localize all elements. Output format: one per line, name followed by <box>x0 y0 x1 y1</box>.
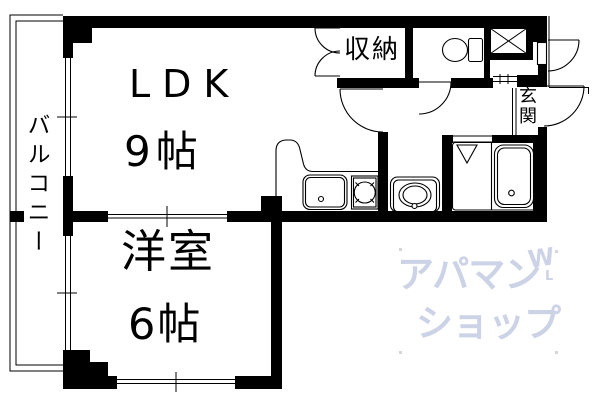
watermark-logo-mark-tail: L <box>545 269 553 284</box>
wall-closet-toilet-divider <box>405 24 413 78</box>
wall-bath-top-west <box>442 135 453 143</box>
wall-west-room-right <box>271 222 282 389</box>
wall-left-middle <box>63 176 73 236</box>
watermark-text-line1: アパマン <box>397 253 541 296</box>
watermark-crop-marks <box>399 248 558 354</box>
ldk-west-room-slider-symbol <box>108 206 227 227</box>
pipe-shaft-box <box>490 28 527 54</box>
room-size-ldk: 9帖 <box>124 127 203 176</box>
wall-shaft-east-lower <box>527 28 533 60</box>
balcony-outline <box>9 14 63 372</box>
west-room-window-symbol <box>57 236 77 350</box>
wall-balcony-partition <box>10 211 24 222</box>
toilet-door <box>418 81 452 115</box>
wall-toprow-south-east <box>451 78 493 88</box>
watermark-text-line2: ショップ <box>416 302 561 345</box>
doors <box>314 27 585 133</box>
ldk-window-symbol <box>57 58 77 176</box>
room-label-balcony: バルコニー <box>23 113 49 258</box>
shower-triangle-icon <box>456 144 478 165</box>
bath-door-symbol <box>453 135 492 143</box>
bath-floor <box>451 141 537 211</box>
room-label-western-room: 洋室 <box>121 225 216 278</box>
kitchen-sink-icon <box>302 174 348 211</box>
toilet-icon <box>441 37 484 63</box>
unit-bath <box>451 141 537 211</box>
wall-toprow-south-west <box>337 78 419 88</box>
wall-ldk-washroom <box>378 132 388 212</box>
exterior-boundary-lines <box>548 16 589 94</box>
washbasin-icon <box>389 176 441 213</box>
watermark-logo-mark: W <box>526 242 556 274</box>
wall-top <box>63 16 547 28</box>
bottom-window-symbol <box>117 372 235 392</box>
wall-shaft-south <box>484 54 532 60</box>
room-size-western-room: 6帖 <box>128 300 203 350</box>
entrance-door <box>543 85 585 127</box>
kitchen-counter-outline <box>275 139 378 211</box>
kitchen <box>275 139 379 211</box>
meter-box-door <box>536 39 580 72</box>
wall-left-upper <box>63 28 73 58</box>
room-label-closet: 収納 <box>344 35 401 65</box>
wall-east-stub <box>538 127 547 136</box>
genkan-step-line <box>512 88 517 135</box>
wall-genkan-north <box>517 75 547 87</box>
closet-double-door <box>314 27 341 77</box>
stove-icon <box>350 175 379 210</box>
genkan-transom-window-symbol <box>493 74 517 84</box>
wall-middle-horizontal <box>63 211 547 222</box>
pipe-shaft-cross <box>490 28 527 54</box>
room-label-entrance: 玄関 <box>516 86 537 126</box>
wall-bath-top-east <box>492 135 533 143</box>
ldk-door <box>339 88 384 133</box>
room-label-ldk: LDK <box>129 62 241 106</box>
wall-bath-left <box>442 135 452 222</box>
bathtub-icon <box>493 144 535 209</box>
pipe-shaft <box>490 28 527 54</box>
